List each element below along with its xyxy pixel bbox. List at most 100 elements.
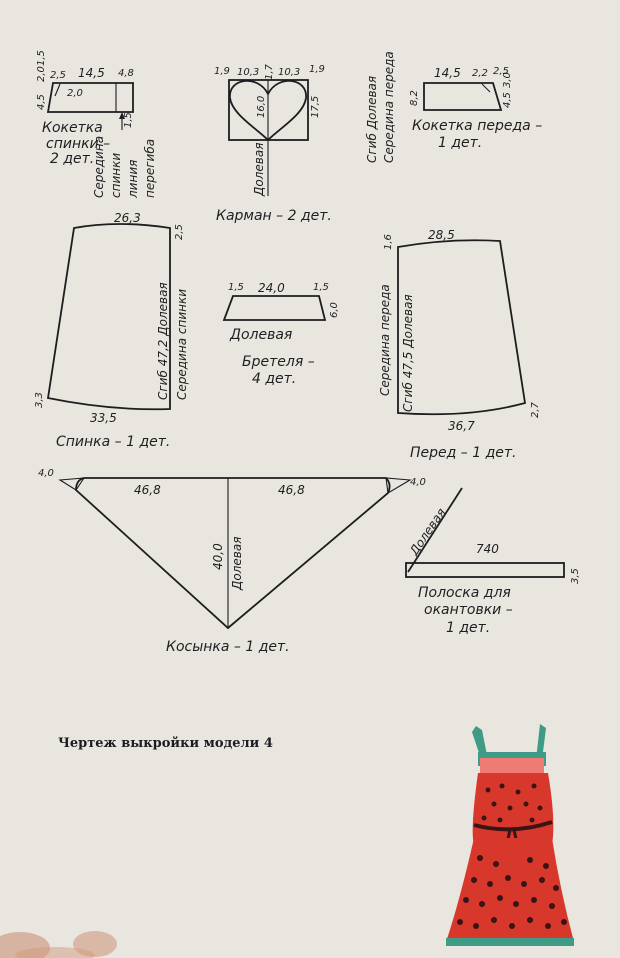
front-yoke-dim: 2,5	[493, 66, 509, 77]
kerchief-corner-right	[385, 477, 412, 494]
binding-strip-outline	[405, 562, 565, 578]
strap-dim: 1,5	[313, 282, 329, 293]
dress-strap-right	[536, 724, 546, 760]
back-panel-outline	[46, 223, 171, 411]
back-yoke-caption: Кокетка	[42, 120, 103, 136]
dress-hem	[446, 938, 574, 946]
front-panel-dim: 2,7	[530, 401, 541, 418]
pocket-piece: 1,9 10,3 1,7 10,3 1,9 16,0 17,5 Долевая …	[214, 63, 332, 224]
front-yoke-outline	[423, 82, 503, 111]
binding-caption: 1 дет.	[446, 620, 490, 636]
back-yoke-caption: спинки –	[46, 136, 110, 152]
dress-polka-dots	[457, 783, 567, 929]
front-yoke-caption: 1 дет.	[438, 135, 482, 151]
back-panel-side-label: Сгиб 47,2 Долевая	[156, 282, 170, 400]
front-yoke-piece: Сгиб Долевая Середина переда 14,5 2,2 2,…	[365, 51, 542, 163]
back-panel-caption: Спинка – 1 дет.	[56, 434, 170, 450]
pocket-dim: 17,5	[310, 96, 321, 118]
kerchief-caption: Косынка – 1 дет.	[166, 639, 290, 655]
pocket-caption: Карман – 2 дет.	[216, 208, 332, 224]
back-yoke-dim: 14,5	[78, 66, 105, 80]
dress-skirt	[446, 838, 574, 942]
back-yoke-piece: 2,5 14,5 4,8 4,5 2,0 1,5 2,0 1,5 Кокетка…	[36, 50, 157, 199]
front-panel-piece: 1,6 28,5 36,7 2,7 Середина переда Сгиб 4…	[378, 228, 541, 461]
kerchief-corner-left	[58, 477, 86, 491]
kerchief-outline	[75, 477, 391, 630]
strap-outline	[222, 295, 327, 321]
front-panel-dim: 1,6	[383, 234, 394, 250]
kerchief-dim: 4,0	[38, 468, 54, 479]
pocket-dim: 10,3	[237, 67, 259, 78]
front-panel-dim: 36,7	[448, 419, 475, 433]
front-panel-dim: 28,5	[428, 228, 455, 242]
front-panel-outline	[397, 239, 527, 416]
pocket-dim: 1,7	[264, 63, 275, 80]
back-panel-dim: 33,5	[90, 411, 117, 425]
back-yoke-side-label: спинки	[109, 153, 123, 198]
back-yoke-arrowhead	[119, 112, 125, 119]
paper-stain	[0, 931, 117, 958]
back-yoke-caption: 2 дет.	[50, 151, 94, 167]
kerchief-dim: 40,0	[211, 543, 225, 570]
front-yoke-dim: 4,5	[502, 92, 513, 108]
binding-grain-label: Долевая	[406, 506, 448, 559]
back-yoke-dim: 4,5	[36, 94, 47, 110]
strap-piece: 1,5 24,0 1,5 6,0 Долевая Бретеля – 4 дет…	[222, 281, 340, 387]
back-yoke-side-label: перегиба	[143, 139, 157, 198]
front-yoke-caption: Кокетка переда –	[412, 118, 542, 134]
back-yoke-side-label: Середина	[92, 136, 106, 198]
back-yoke-slope	[54, 83, 61, 97]
front-yoke-dim: 2,2	[472, 68, 488, 79]
front-yoke-dim: 14,5	[434, 66, 461, 80]
kerchief-dim: 4,0	[410, 477, 426, 488]
pocket-dim: 10,3	[278, 67, 300, 78]
back-panel-dim: 2,5	[174, 224, 185, 240]
strap-dim: 1,5	[228, 282, 244, 293]
front-panel-caption: Перед – 1 дет.	[410, 445, 516, 461]
binding-strip-piece: Долевая 740 3,5 Полоска для окантовки – …	[405, 487, 581, 636]
strap-dim: 6,0	[329, 302, 340, 318]
back-yoke-dim: 2,0	[36, 66, 47, 82]
dress-belt	[473, 820, 553, 832]
binding-dim: 3,5	[570, 568, 581, 584]
back-yoke-dim: 2,5	[50, 70, 66, 81]
strap-caption: 4 дет.	[252, 371, 296, 387]
kerchief-grain-label: Долевая	[230, 537, 244, 591]
back-yoke-dim: 1,5	[36, 50, 47, 66]
back-yoke-dim: 1,5	[123, 112, 134, 128]
strap-grain-label: Долевая	[229, 327, 292, 343]
dress-illustration	[446, 724, 574, 946]
back-panel-side-label: Середина спинки	[175, 289, 189, 400]
binding-caption: Полоска для	[418, 585, 511, 601]
back-panel-dim: 26,3	[114, 211, 141, 225]
binding-grain-line	[407, 487, 463, 573]
back-panel-dim: 3,3	[34, 392, 45, 408]
pocket-dim: 16,0	[256, 96, 267, 118]
strap-dim: 24,0	[258, 281, 285, 295]
back-yoke-side-label: линия	[126, 160, 140, 199]
pocket-grain-label: Долевая	[252, 143, 266, 197]
page-title: Чертеж выкройки модели 4	[58, 736, 273, 751]
pocket-dim: 1,9	[309, 64, 325, 75]
front-yoke-dim: 8,2	[409, 90, 420, 106]
front-panel-side-label: Сгиб 47,5 Долевая	[401, 294, 415, 412]
kerchief-dim: 46,8	[278, 483, 305, 497]
back-yoke-dim: 4,8	[118, 68, 134, 79]
strap-caption: Бретеля –	[242, 354, 315, 370]
binding-dim: 740	[476, 542, 499, 556]
front-yoke-side-label: Сгиб Долевая	[365, 76, 379, 163]
pocket-dim: 1,9	[214, 66, 230, 77]
dress-shirring	[480, 758, 544, 774]
back-yoke-dim: 2,0	[67, 88, 83, 99]
back-yoke-outline	[46, 82, 134, 113]
front-yoke-notch	[481, 83, 491, 93]
kerchief-piece: 4,0 46,8 46,8 4,0 40,0 Долевая Косынка –…	[38, 468, 426, 655]
front-yoke-dim: 3,0	[502, 72, 513, 88]
front-panel-side-label: Середина переда	[378, 284, 392, 396]
binding-caption: окантовки –	[424, 602, 513, 618]
back-panel-piece: 26,3 2,5 3,3 33,5 Сгиб 47,2 Долевая Сере…	[34, 211, 189, 450]
kerchief-dim: 46,8	[134, 483, 161, 497]
front-yoke-side-label: Середина переда	[382, 51, 396, 163]
